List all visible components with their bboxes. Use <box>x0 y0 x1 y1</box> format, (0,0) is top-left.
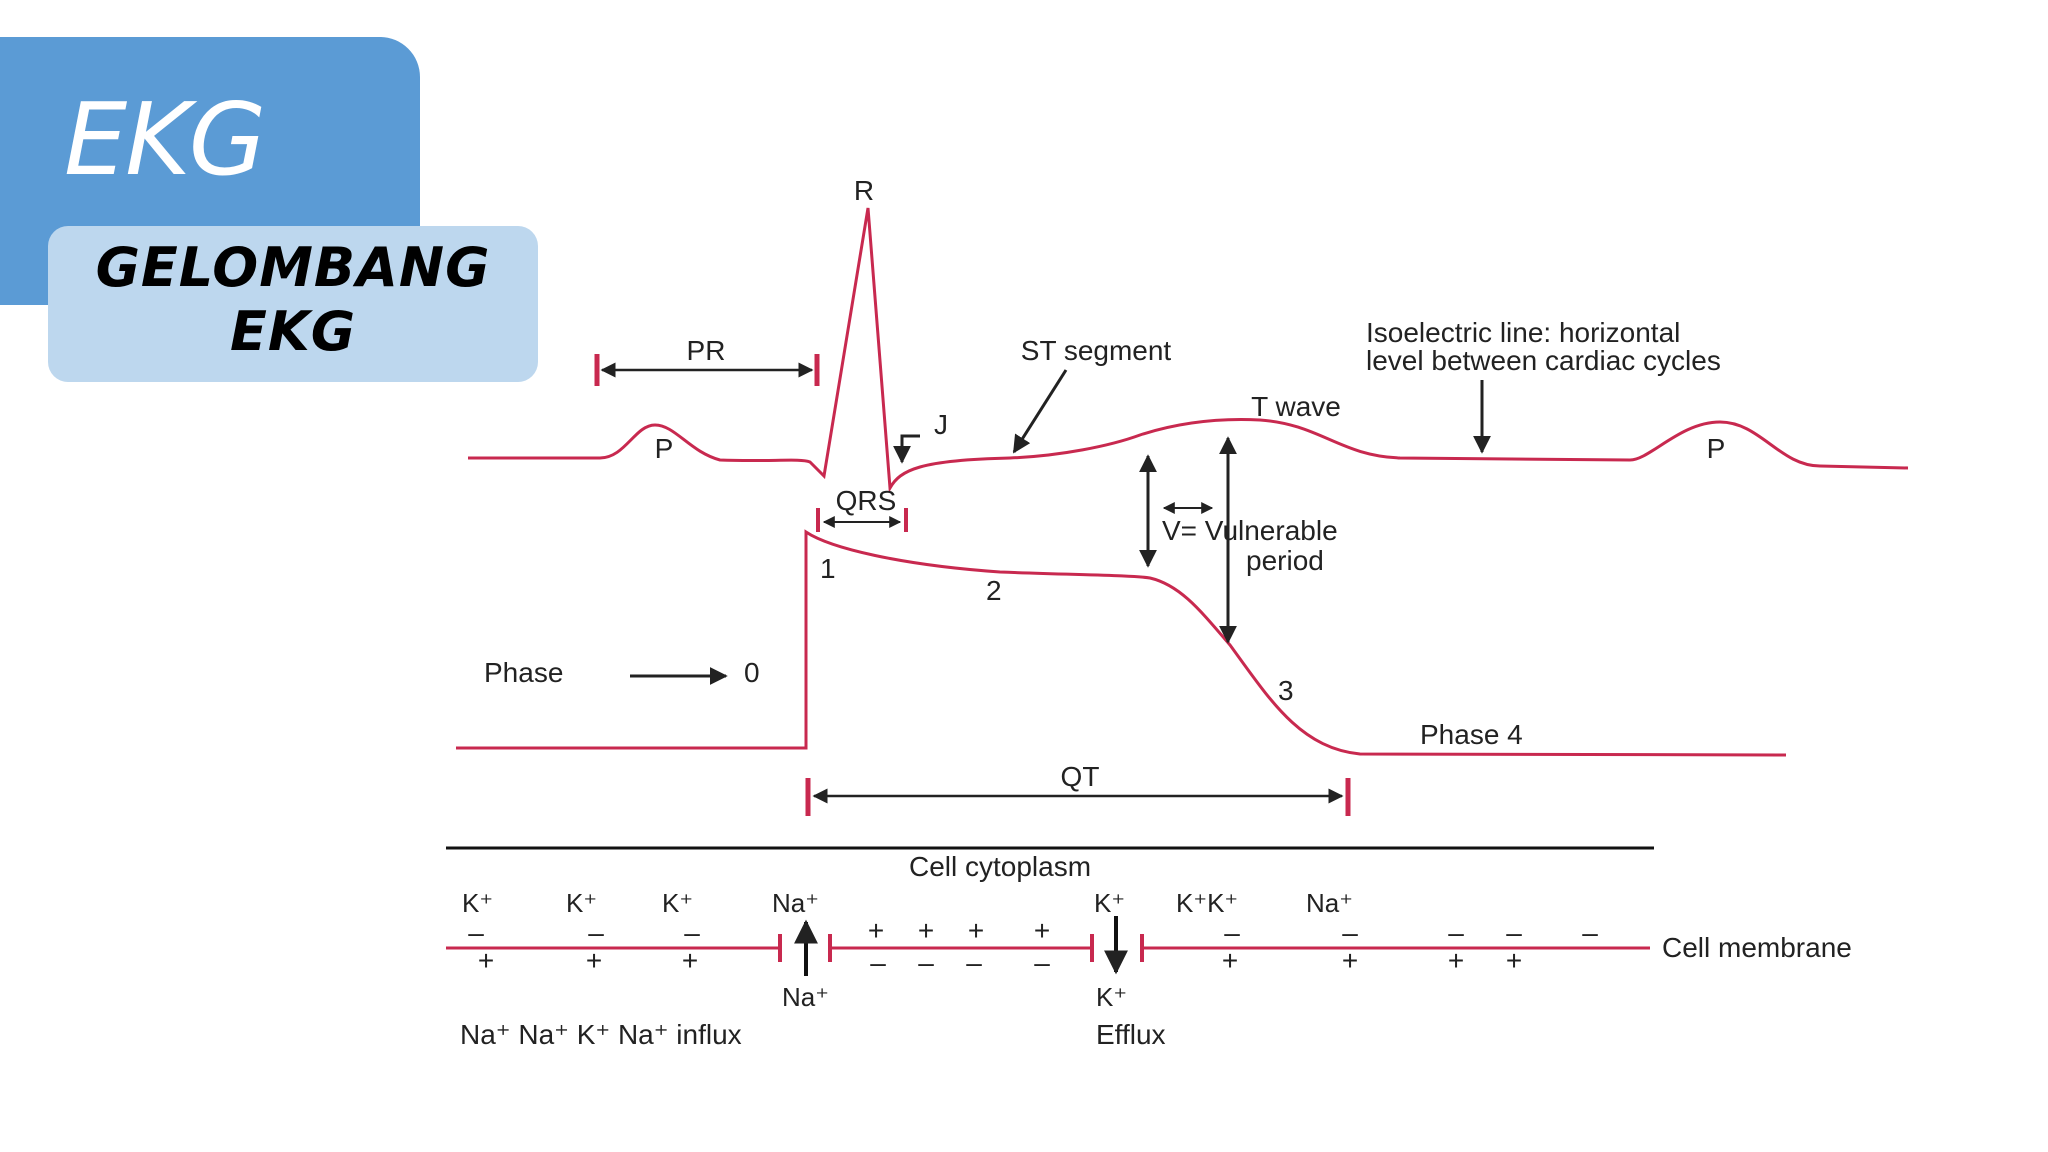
label-isoelectric-1: Isoelectric line: horizontal <box>1366 317 1680 348</box>
charge-plus: + <box>1342 945 1358 976</box>
charge-plus: + <box>586 945 602 976</box>
charge-minus: – <box>1224 917 1240 948</box>
charge-plus: + <box>478 945 494 976</box>
charge-minus: – <box>918 947 934 978</box>
label-vulnerable-2: period <box>1246 545 1324 576</box>
label-j: J <box>934 409 948 440</box>
charge-minus: – <box>966 947 982 978</box>
label-phase-4: Phase 4 <box>1420 719 1523 750</box>
label-st-segment: ST segment <box>1021 335 1172 366</box>
charge-minus: – <box>468 917 484 948</box>
charge-minus: – <box>588 917 604 948</box>
action-potential-curve <box>456 529 1787 757</box>
ecg-waveform <box>468 207 1909 494</box>
ion-label-k-4: K⁺ <box>1094 888 1125 918</box>
charge-minus: – <box>1342 917 1358 948</box>
charge-minus: – <box>1506 917 1522 948</box>
label-qrs: QRS <box>836 485 897 516</box>
charge-plus: + <box>918 915 934 946</box>
label-vulnerable-1: V= Vulnerable <box>1162 515 1338 546</box>
ion-label-k-1: K⁺ <box>462 888 493 918</box>
subtitle-line-1: GELOMBANG <box>95 236 491 299</box>
charge-plus: + <box>1222 945 1238 976</box>
charge-minus: – <box>1034 947 1050 978</box>
charge-minus: – <box>870 947 886 978</box>
label-isoelectric-2: level between cardiac cycles <box>1366 345 1721 376</box>
charge-plus: + <box>1034 915 1050 946</box>
slide-subtitle: GELOMBANG EKG <box>48 236 538 364</box>
label-p-right: P <box>1707 433 1726 464</box>
charge-minus: – <box>1582 917 1598 948</box>
st-segment-arrow <box>1012 369 1068 454</box>
charge-plus: + <box>1448 945 1464 976</box>
label-phase-1: 1 <box>820 553 836 584</box>
label-phase: Phase <box>484 657 563 688</box>
ion-label-k-below: K⁺ <box>1096 982 1127 1012</box>
ion-label-k-2: K⁺ <box>566 888 597 918</box>
label-efflux: Efflux <box>1096 1019 1166 1050</box>
label-pr: PR <box>687 335 726 366</box>
label-phase-2: 2 <box>986 575 1002 606</box>
label-p-left: P <box>655 433 674 464</box>
j-point-arrow <box>893 434 920 464</box>
charge-plus: + <box>868 915 884 946</box>
label-r: R <box>854 175 874 206</box>
charge-minus: – <box>684 917 700 948</box>
charge-plus: + <box>1506 945 1522 976</box>
label-phase-3: 3 <box>1278 675 1294 706</box>
charge-plus: + <box>968 915 984 946</box>
slide-title: EKG <box>64 81 266 198</box>
ion-label-kk: K⁺K⁺ <box>1176 888 1238 918</box>
label-t-wave: T wave <box>1251 391 1341 422</box>
subtitle-line-2: EKG <box>229 300 357 363</box>
label-phase-0: 0 <box>744 657 760 688</box>
ion-label-na-below: Na⁺ <box>782 982 829 1012</box>
ion-label-k-3: K⁺ <box>662 888 693 918</box>
label-qt: QT <box>1061 761 1100 792</box>
charge-minus: – <box>1448 917 1464 948</box>
ion-label-na-2: Na⁺ <box>1306 888 1353 918</box>
charge-plus: + <box>682 945 698 976</box>
ion-label-na-1: Na⁺ <box>772 888 819 918</box>
label-influx: Na⁺ Na⁺ K⁺ Na⁺ influx <box>460 1019 742 1050</box>
label-cell-membrane: Cell membrane <box>1662 932 1852 963</box>
subtitle-background <box>48 226 538 382</box>
label-cell-cytoplasm: Cell cytoplasm <box>909 851 1091 882</box>
